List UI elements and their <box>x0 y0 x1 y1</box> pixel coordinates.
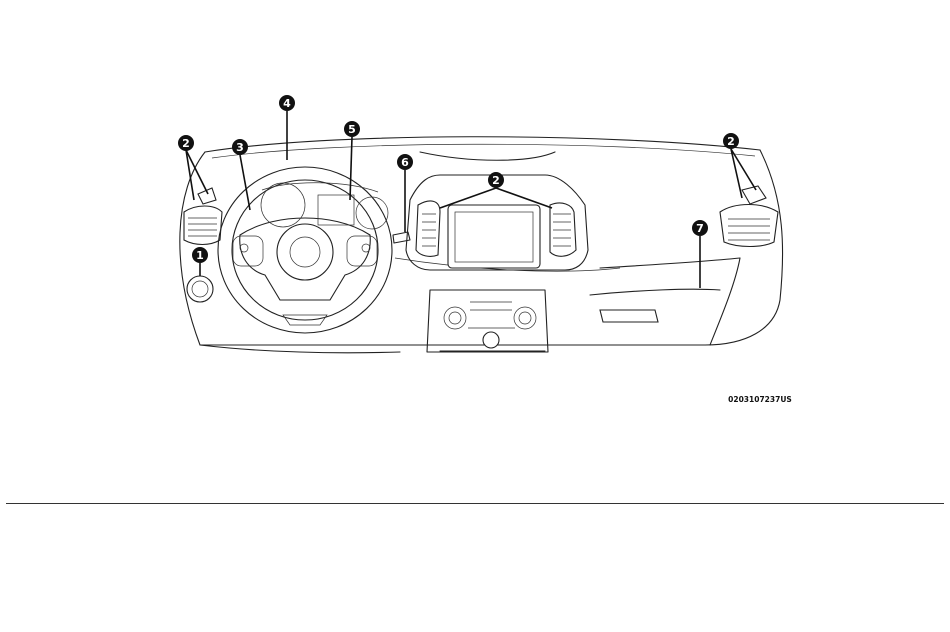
page-divider <box>6 503 944 504</box>
callout-3-label: 3 <box>236 141 244 154</box>
callout-2-right-label: 2 <box>727 135 735 148</box>
callout-1-label: 1 <box>196 249 204 262</box>
steering-wheel <box>218 167 392 333</box>
callout-2-center-label: 2 <box>492 174 500 187</box>
headlamp-switch-knob <box>187 276 213 302</box>
instrument-cluster <box>261 183 388 229</box>
callout-2-center-marker: 2 <box>488 172 504 188</box>
image-code: 0203107237US <box>728 395 792 404</box>
callout-6-marker: 6 <box>397 154 413 170</box>
callout-1-marker: 1 <box>192 247 208 263</box>
callout-5-label: 5 <box>348 123 356 136</box>
callout-4-label: 4 <box>283 97 291 110</box>
callout-7-label: 7 <box>696 222 704 235</box>
callout-5-marker: 5 <box>344 121 360 137</box>
right-outer-vent <box>720 186 778 247</box>
callout-7-marker: 7 <box>692 220 708 236</box>
dashboard-drawing <box>180 137 783 353</box>
glovebox-handle <box>600 310 658 322</box>
callout-2-left-marker: 2 <box>178 135 194 151</box>
callout-6-label: 6 <box>401 156 409 169</box>
left-outer-vent <box>184 188 222 245</box>
callout-4-marker: 4 <box>279 95 295 111</box>
callout-2-right-marker: 2 <box>723 133 739 149</box>
callout-3-marker: 3 <box>232 139 248 155</box>
callout-2-left-label: 2 <box>182 137 190 150</box>
